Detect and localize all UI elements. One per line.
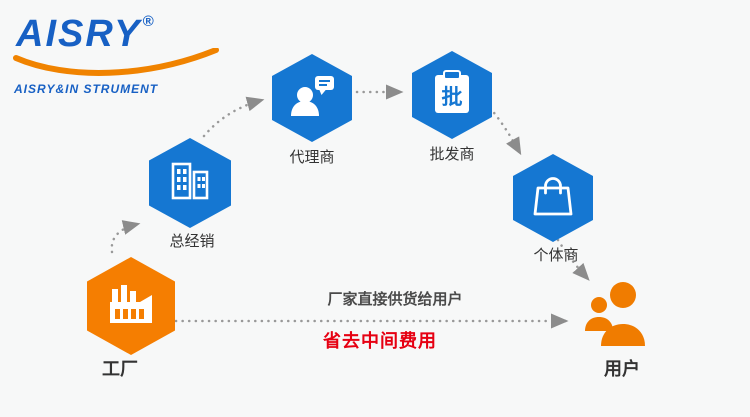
label-distributor: 总经销 bbox=[169, 233, 215, 250]
brand-text: AISRY bbox=[16, 13, 142, 55]
label-factory: 工厂 bbox=[102, 359, 138, 379]
arrow-factory-to-distributor bbox=[110, 220, 141, 254]
node-distributor bbox=[149, 138, 231, 228]
direct-supply-caption: 厂家直接供货给用户 bbox=[327, 291, 463, 308]
node-retailer bbox=[513, 154, 593, 242]
arrow-distributor-to-agent bbox=[202, 96, 265, 138]
label-wholesaler: 批发商 bbox=[429, 146, 475, 163]
label-user: 用户 bbox=[604, 359, 640, 379]
brand-logo: AISRY® AISRY&IN STRUMENT bbox=[12, 12, 232, 104]
buildings-icon bbox=[167, 160, 213, 207]
factory-icon bbox=[106, 282, 156, 331]
users-icon bbox=[578, 278, 652, 346]
agent-chat-icon bbox=[289, 75, 335, 121]
shopping-bag-icon bbox=[531, 174, 575, 223]
logo-swoosh-icon bbox=[13, 48, 219, 76]
brand-name: AISRY® bbox=[16, 14, 156, 53]
badge-text: 批 bbox=[442, 86, 463, 109]
node-wholesaler: 批 bbox=[412, 51, 492, 139]
brand-subtitle: AISRY&IN STRUMENT bbox=[14, 82, 159, 96]
node-agent bbox=[272, 54, 352, 142]
clipboard-approve-icon: 批 bbox=[432, 69, 472, 121]
label-agent: 代理商 bbox=[289, 149, 335, 166]
registered-mark: ® bbox=[142, 13, 156, 30]
label-retailer: 个体商 bbox=[533, 247, 579, 264]
benefit-text: 省去中间费用 bbox=[323, 331, 437, 351]
node-factory bbox=[87, 257, 175, 355]
